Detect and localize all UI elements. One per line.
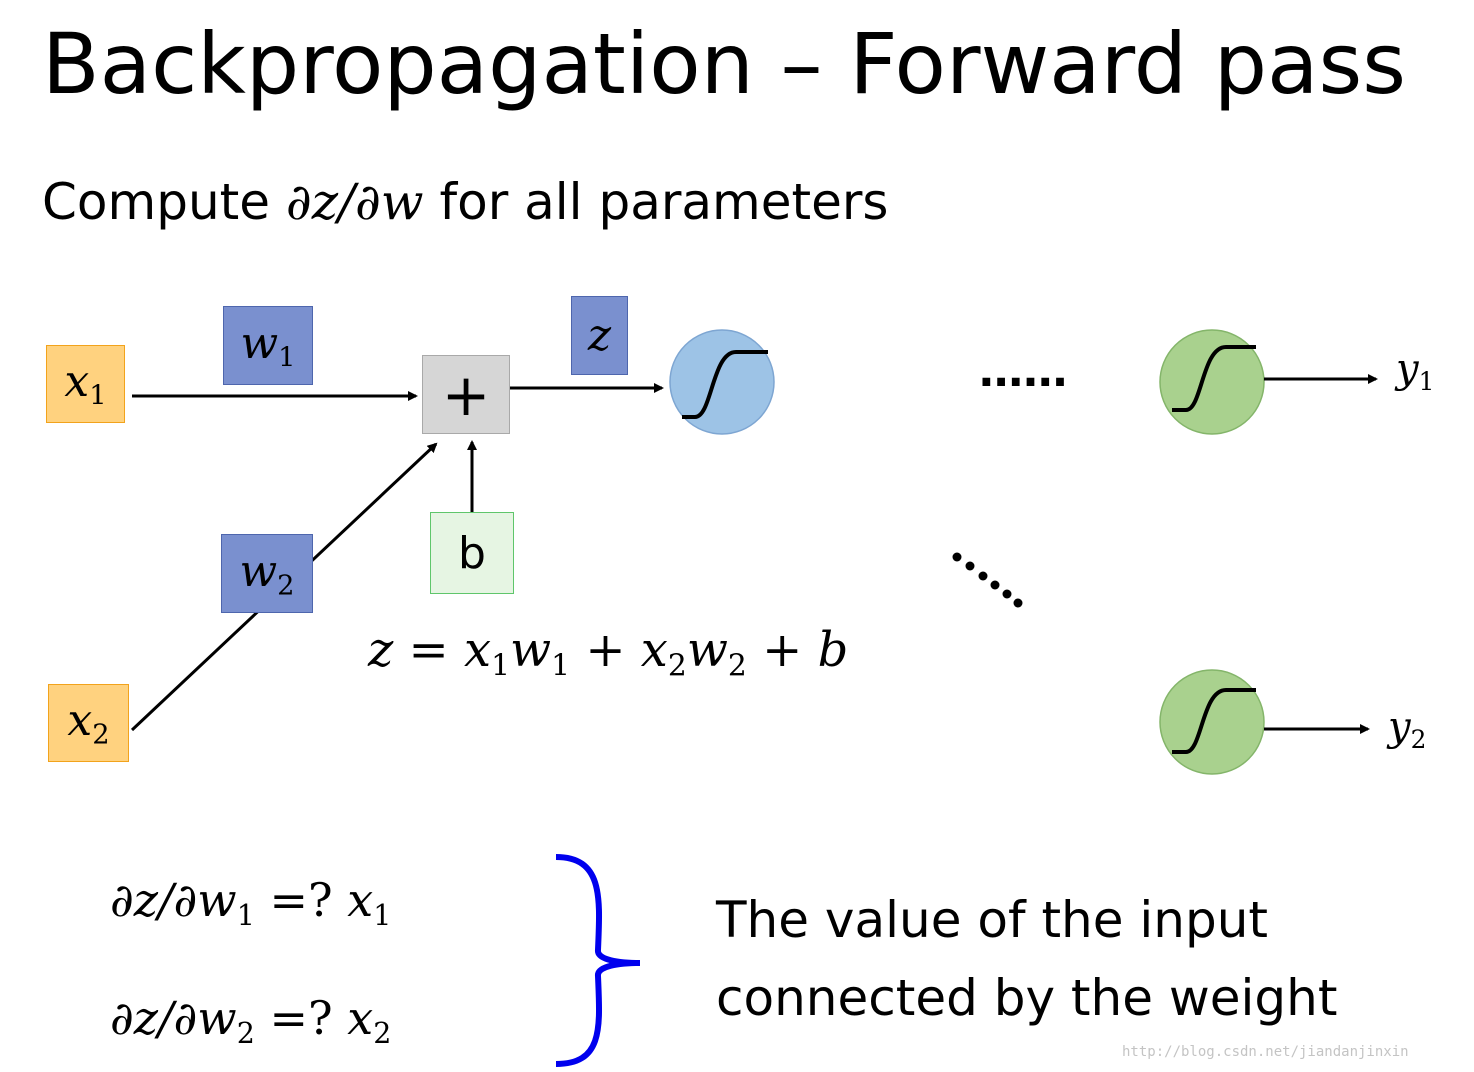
x2-label: x2 xyxy=(67,695,110,751)
explanation-line-2: connected by the weight xyxy=(716,969,1338,1027)
w1-label: w1 xyxy=(240,317,296,374)
w2-label: w2 xyxy=(239,545,295,602)
bias-node: b xyxy=(430,512,514,594)
sigmoid-icon xyxy=(1172,345,1256,412)
input-x1-node: x1 xyxy=(46,345,125,423)
sigmoid-icon xyxy=(1172,688,1256,754)
derivative-w1: ∂z/∂w1 =? x1 xyxy=(110,873,392,933)
sum-node: + xyxy=(422,355,510,434)
explanation-line-1: The value of the input xyxy=(716,891,1269,949)
diagonal-ellipsis xyxy=(952,552,1023,608)
b-label: b xyxy=(458,527,486,579)
output-y2-label: y2 xyxy=(1388,704,1427,754)
plus-icon: + xyxy=(441,360,491,429)
output-neuron-2 xyxy=(1159,669,1265,775)
slide-title: Backpropagation – Forward pass xyxy=(42,15,1407,113)
hidden-neuron xyxy=(669,329,775,435)
curly-brace xyxy=(555,854,641,1067)
subtitle-math: ∂z/∂w xyxy=(285,173,424,231)
x1-label: x1 xyxy=(64,356,107,412)
subtitle-suffix: for all parameters xyxy=(423,173,889,231)
subtitle-prefix: Compute xyxy=(42,173,286,231)
watermark: http://blog.csdn.net/jiandanjinxin xyxy=(1122,1044,1409,1060)
horizontal-ellipsis: ...... xyxy=(978,346,1068,397)
sigmoid-icon xyxy=(682,350,768,419)
weight-w2-node: w2 xyxy=(221,534,313,613)
slide-subtitle: Compute ∂z/∂w for all parameters xyxy=(42,170,888,234)
forward-equation: z = x1w1 + x2w2 + b xyxy=(368,622,849,684)
z-node: z xyxy=(571,296,628,375)
output-y1-label: y1 xyxy=(1396,346,1435,396)
derivative-w2: ∂z/∂w2 =? x2 xyxy=(110,991,392,1051)
weight-w1-node: w1 xyxy=(223,306,313,385)
input-x2-node: x2 xyxy=(48,684,129,762)
z-label: z xyxy=(587,310,612,361)
